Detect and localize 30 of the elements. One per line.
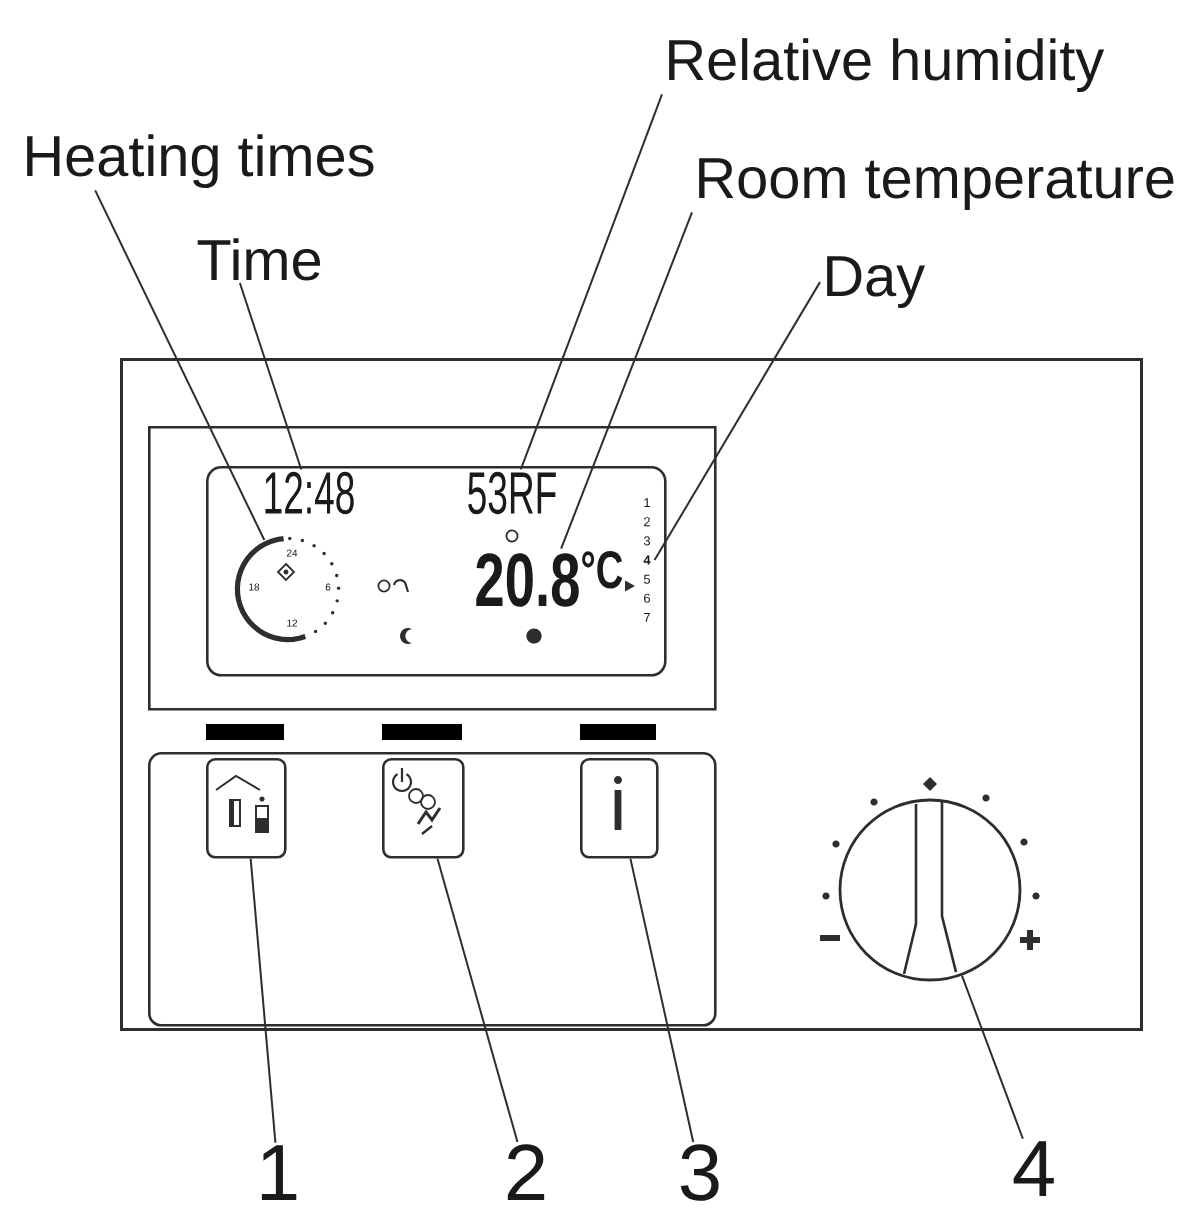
- callout-label: Day: [827, 256, 925, 308]
- leader-line: [519, 93, 663, 471]
- clock-dial: [234, 536, 341, 643]
- push-button: [382, 758, 465, 859]
- leader-line: [238, 281, 303, 471]
- leader-line: [629, 857, 695, 1143]
- callout-label: Heating times: [27, 134, 374, 188]
- push-button: [580, 758, 659, 859]
- callout-label: Relative humidity: [669, 38, 1105, 92]
- callout-label: Room temperature: [699, 158, 1174, 210]
- leader-line: [436, 857, 519, 1143]
- push-button: [206, 758, 287, 859]
- thermostat-housing: [120, 358, 1143, 1031]
- callout-number: 3: [680, 1144, 719, 1201]
- temperature-readout: 20.8$^{°C}$: [476, 551, 623, 607]
- leader-line: [249, 857, 277, 1144]
- callout-label: Time: [197, 238, 321, 281]
- callout-number: 1: [261, 1145, 297, 1200]
- time-readout: 12:48: [265, 471, 354, 515]
- leader-line: [560, 211, 693, 550]
- callout-number: 2: [507, 1144, 545, 1200]
- callout-number: 4: [1013, 1141, 1054, 1196]
- button-panel: [148, 752, 717, 1027]
- leader-line: [960, 974, 1024, 1140]
- humidity-readout: 53RF: [468, 471, 556, 515]
- lcd-screen: [206, 466, 667, 677]
- leader-line: [94, 189, 266, 542]
- control-knob: [838, 798, 1022, 982]
- leader-line: [653, 281, 821, 561]
- display-window: [148, 426, 717, 711]
